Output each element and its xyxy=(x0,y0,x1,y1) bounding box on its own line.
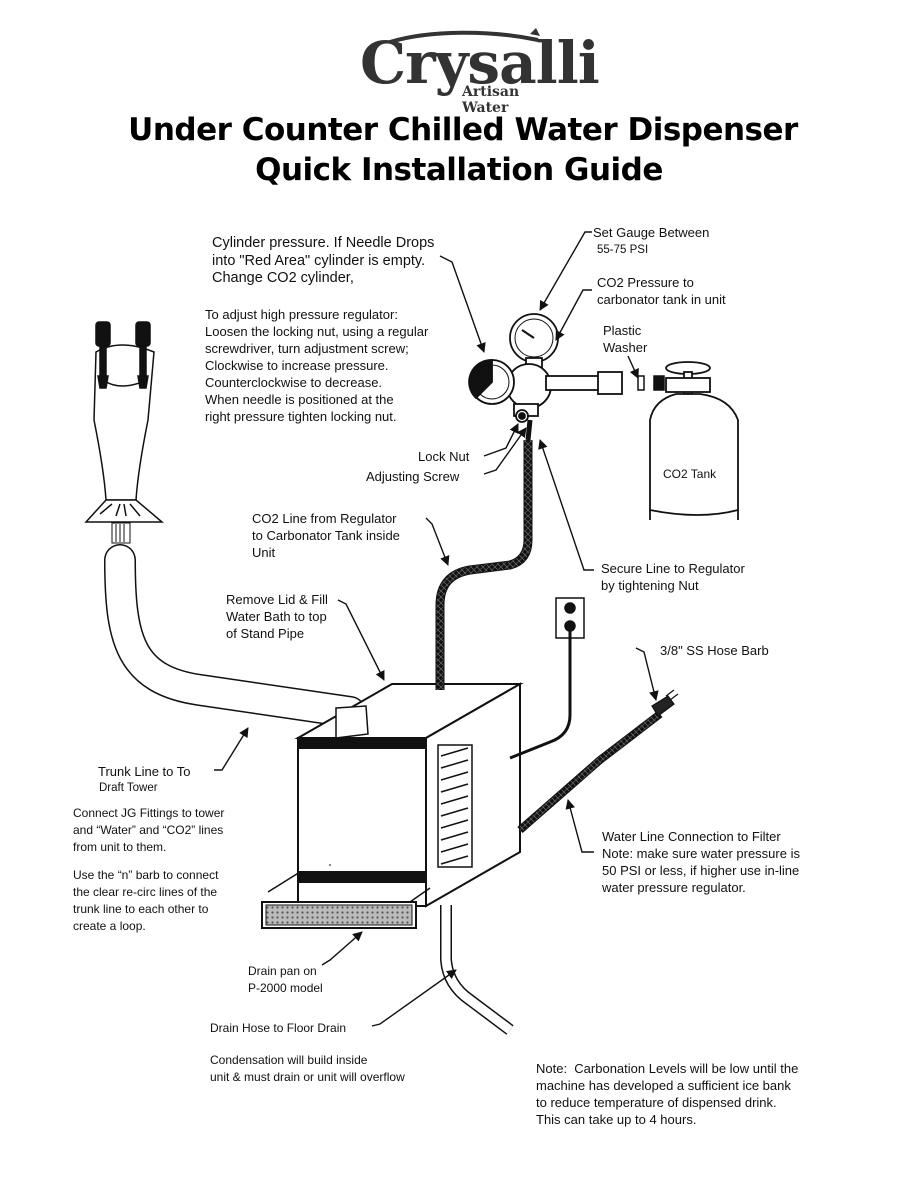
tap-handle-left-icon xyxy=(95,321,111,389)
logo-tagline: Artisan Water xyxy=(462,84,520,116)
label-set-gauge-range: 55-75 PSI xyxy=(597,244,649,256)
label-condensation: Condensation will build inside unit & mu… xyxy=(210,1053,405,1084)
vent-louvers xyxy=(437,744,473,868)
label-n-barb: Use the “n” barb to connect the clear re… xyxy=(73,868,219,933)
plastic-washer xyxy=(637,375,665,391)
label-adjust-regulator: To adjust high pressure regulator: Loose… xyxy=(205,307,429,424)
label-plastic-washer: Plastic Washer xyxy=(603,323,648,355)
power-cord xyxy=(509,630,572,760)
label-cylinder-pressure: Cylinder pressure. If Needle Drops into … xyxy=(212,235,435,286)
label-adjusting-screw: Adjusting Screw xyxy=(366,469,460,484)
label-co2-line: CO2 Line from Regulator to Carbonator Ta… xyxy=(252,511,400,560)
label-draft-tower: Draft Tower xyxy=(99,782,158,794)
hose-barb-fitting xyxy=(651,689,679,717)
label-lock-nut: Lock Nut xyxy=(418,449,470,464)
co2-regulator xyxy=(468,313,623,423)
chiller-unit xyxy=(261,682,524,929)
crysalli-logo: Crysalli Artisan Water xyxy=(360,28,600,116)
logo-swoosh xyxy=(389,28,540,44)
label-co2-pressure: CO2 Pressure to carbonator tank in unit xyxy=(597,275,726,307)
label-water-line: Water Line Connection to Filter Note: ma… xyxy=(602,829,800,895)
logo-brand-text: Crysalli xyxy=(360,29,600,97)
leader-lines xyxy=(214,231,659,1027)
label-trunk-line: Trunk Line to To xyxy=(98,764,191,779)
tap-handle-right-icon xyxy=(135,321,151,389)
label-remove-lid: Remove Lid & Fill Water Bath to top of S… xyxy=(226,592,328,641)
label-secure-line: Secure Line to Regulator by tightening N… xyxy=(601,561,745,593)
co2-tank xyxy=(649,361,739,520)
title-line-2: Quick Installation Guide xyxy=(255,152,663,188)
label-hose-barb: 3/8" SS Hose Barb xyxy=(660,643,769,658)
label-carbonation-note: Note: Carbonation Levels will be low unt… xyxy=(536,1061,799,1127)
label-co2-tank: CO2 Tank xyxy=(663,467,717,481)
title-line-1: Under Counter Chilled Water Dispenser xyxy=(128,112,798,148)
label-connect-jg: Connect JG Fittings to tower and “Water”… xyxy=(73,806,225,854)
label-drain-hose: Drain Hose to Floor Drain xyxy=(210,1021,347,1035)
draft-tower xyxy=(84,321,165,544)
label-set-gauge: Set Gauge Between xyxy=(593,225,710,240)
label-drain-pan: Drain pan on P-2000 model xyxy=(248,964,323,995)
